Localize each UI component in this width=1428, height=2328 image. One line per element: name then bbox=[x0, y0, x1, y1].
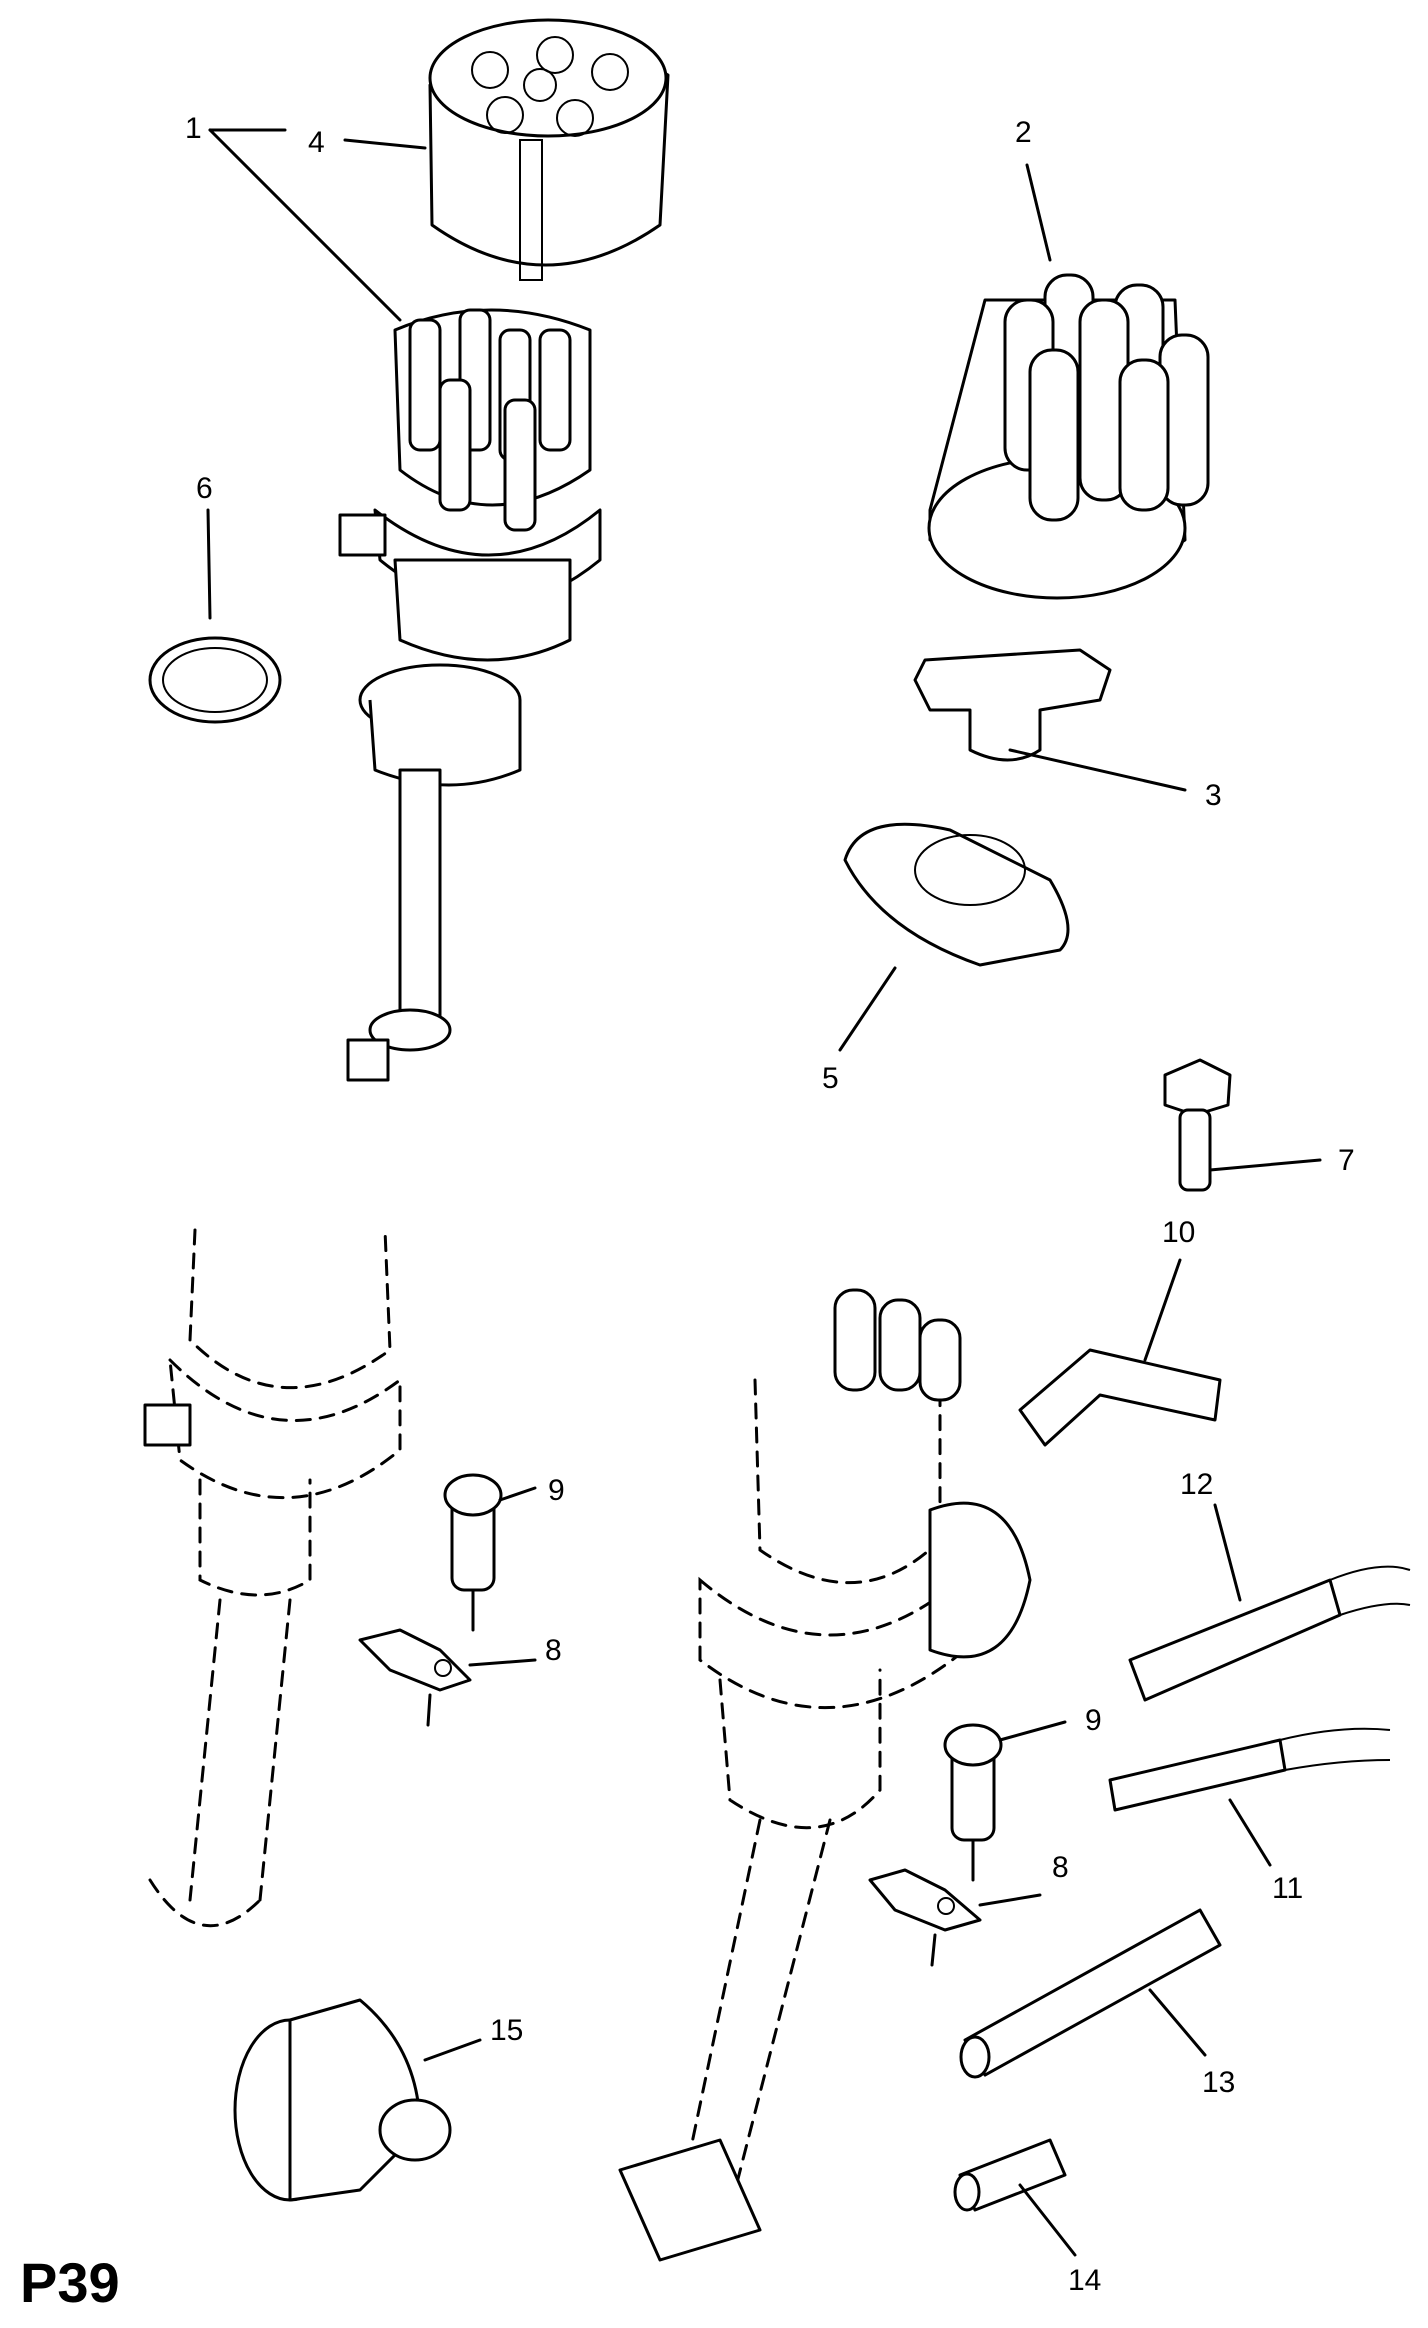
callout-8-left: 8 bbox=[545, 1634, 562, 1667]
part-2-cap bbox=[927, 273, 1210, 600]
page-id-label: P39 bbox=[20, 2251, 120, 2314]
part-12-hose bbox=[1128, 1565, 1411, 1702]
callout-10: 10 bbox=[1162, 1216, 1195, 1249]
part-14-tube bbox=[953, 2138, 1067, 2212]
callout-labels: 1 4 2 6 3 5 7 10 12 9 8 9 8 11 13 14 15 bbox=[185, 112, 1355, 2297]
callout-12: 12 bbox=[1180, 1468, 1213, 1501]
dashed-distributor-right bbox=[618, 1288, 1032, 2262]
callout-2: 2 bbox=[1015, 116, 1032, 149]
callout-9-right: 9 bbox=[1085, 1704, 1102, 1737]
part-8-clamp-right bbox=[868, 1868, 982, 1932]
leader-lines bbox=[206, 128, 1322, 2257]
callout-7: 7 bbox=[1338, 1144, 1355, 1177]
part-10-elbow-hose bbox=[1018, 1348, 1222, 1447]
part-3-rotor bbox=[913, 648, 1112, 762]
callout-5: 5 bbox=[822, 1062, 839, 1095]
callout-3: 3 bbox=[1205, 779, 1222, 812]
part-11-hose bbox=[1108, 1727, 1391, 1812]
part-1-distributor bbox=[338, 308, 602, 1082]
callout-9-left: 9 bbox=[548, 1474, 565, 1507]
part-8-clamp-left bbox=[358, 1628, 472, 1692]
callout-6: 6 bbox=[196, 472, 213, 505]
part-7-bolt bbox=[1163, 1058, 1232, 1192]
part-5-dust-shield bbox=[843, 822, 1070, 967]
callout-8-right: 8 bbox=[1052, 1851, 1069, 1884]
part-13-tube bbox=[959, 1908, 1222, 2079]
callout-11: 11 bbox=[1272, 1872, 1303, 1905]
part-4-cap bbox=[428, 18, 670, 281]
callout-13: 13 bbox=[1202, 2066, 1235, 2099]
callout-15: 15 bbox=[490, 2014, 523, 2047]
part-9-screw-right bbox=[943, 1723, 1003, 1842]
dashed-distributor-left bbox=[143, 1228, 402, 1928]
part-9-screw-left bbox=[443, 1473, 503, 1592]
part-15-sensor bbox=[233, 1998, 452, 2202]
callout-1: 1 bbox=[185, 112, 202, 145]
callout-14: 14 bbox=[1068, 2264, 1101, 2297]
callout-4: 4 bbox=[308, 126, 325, 159]
part-6-o-ring bbox=[148, 636, 282, 724]
